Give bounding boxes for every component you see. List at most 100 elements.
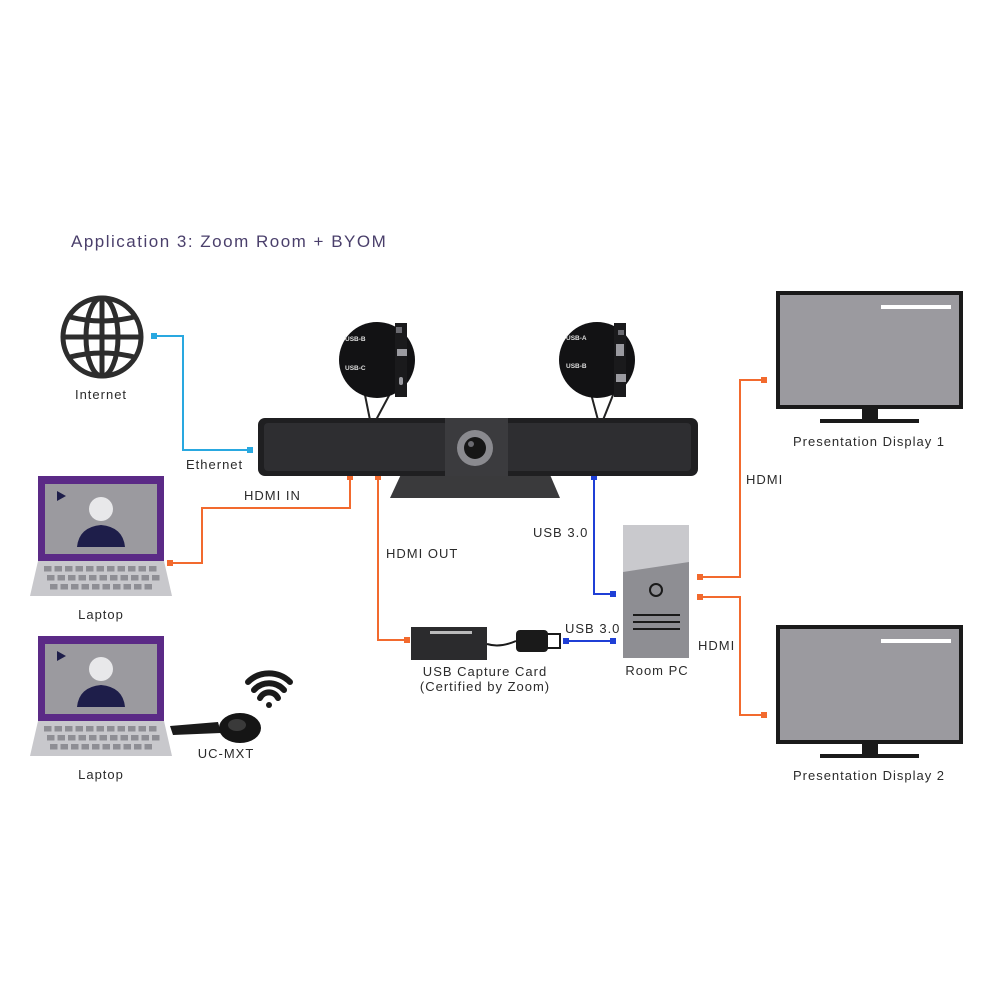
keyboard-key bbox=[128, 726, 136, 732]
usb-capture-label: USB 3.0 bbox=[565, 621, 621, 636]
keyboard-key bbox=[123, 744, 131, 750]
keyboard-key bbox=[68, 575, 76, 581]
capture-card-label: USB Capture Card bbox=[422, 664, 548, 679]
laptop-label: Laptop bbox=[78, 607, 124, 622]
keyboard-key bbox=[60, 584, 68, 590]
hdmi-display1-label: HDMI bbox=[746, 472, 784, 487]
port-label-usb-c: USB-C bbox=[345, 365, 366, 372]
keyboard-key bbox=[107, 726, 115, 732]
monitor-icon bbox=[776, 291, 963, 423]
hdmi-display1-cable bbox=[697, 377, 767, 580]
keyboard-key bbox=[141, 735, 149, 741]
display1-label: Presentation Display 1 bbox=[792, 434, 946, 449]
hdmi-out-label: HDMI OUT bbox=[386, 546, 459, 561]
keyboard-key bbox=[71, 744, 79, 750]
keyboard-key bbox=[99, 735, 107, 741]
keyboard-key bbox=[96, 726, 104, 732]
keyboard-key bbox=[78, 735, 86, 741]
keyboard-key bbox=[78, 575, 86, 581]
hdmi-in-cable bbox=[167, 474, 353, 566]
keyboard-key bbox=[149, 726, 157, 732]
tower-pc-icon bbox=[623, 525, 689, 658]
video-bar-icon bbox=[258, 418, 698, 498]
keyboard-key bbox=[71, 584, 79, 590]
laptop-label: Laptop bbox=[78, 767, 124, 782]
room-pc-label: Room PC bbox=[625, 663, 689, 678]
keyboard-key bbox=[120, 575, 128, 581]
usb-capture-cable bbox=[563, 638, 616, 644]
globe-icon bbox=[60, 295, 144, 379]
keyboard-key bbox=[128, 566, 136, 572]
usb-bar-cable bbox=[591, 474, 616, 597]
keyboard-key bbox=[60, 744, 68, 750]
wifi-icon bbox=[245, 670, 293, 708]
keyboard-key bbox=[152, 735, 160, 741]
keyboard-key bbox=[54, 566, 62, 572]
usb-plug-icon bbox=[516, 630, 561, 652]
keyboard-key bbox=[134, 744, 142, 750]
keyboard-key bbox=[123, 584, 131, 590]
hdmi-display2-label: HDMI bbox=[698, 638, 736, 653]
keyboard-key bbox=[102, 744, 110, 750]
keyboard-key bbox=[110, 735, 118, 741]
diagram-title: Application 3: Zoom Room + BYOM bbox=[71, 232, 388, 251]
keyboard-key bbox=[144, 744, 152, 750]
dongle-label: UC-MXT bbox=[197, 746, 255, 761]
hdmi-display2-cable bbox=[697, 594, 767, 718]
keyboard-key bbox=[81, 584, 89, 590]
keyboard-key bbox=[86, 566, 94, 572]
keyboard-key bbox=[138, 566, 146, 572]
keyboard-key bbox=[57, 575, 65, 581]
keyboard-key bbox=[138, 726, 146, 732]
keyboard-key bbox=[107, 566, 115, 572]
port-callout-left bbox=[339, 322, 415, 421]
usb-bar-label: USB 3.0 bbox=[533, 525, 589, 540]
display2-label: Presentation Display 2 bbox=[792, 768, 946, 783]
ethernet-label: Ethernet bbox=[186, 457, 244, 472]
keyboard-key bbox=[99, 575, 107, 581]
ethernet-cable bbox=[151, 333, 253, 453]
keyboard-key bbox=[68, 735, 76, 741]
keyboard-key bbox=[89, 575, 97, 581]
keyboard-key bbox=[47, 735, 55, 741]
keyboard-key bbox=[134, 584, 142, 590]
monitor-icon bbox=[776, 625, 963, 758]
port-callout-right bbox=[559, 322, 635, 421]
keyboard-key bbox=[86, 726, 94, 732]
keyboard-key bbox=[144, 584, 152, 590]
laptop-keyboard bbox=[44, 726, 160, 750]
keyboard-key bbox=[131, 735, 139, 741]
capture-card-sublabel: (Certified by Zoom) bbox=[419, 679, 551, 694]
port-label-usb-b-left: USB-B bbox=[345, 336, 366, 343]
keyboard-key bbox=[89, 735, 97, 741]
laptop-keyboard bbox=[44, 566, 160, 590]
keyboard-key bbox=[152, 575, 160, 581]
keyboard-key bbox=[81, 744, 89, 750]
keyboard-key bbox=[117, 566, 125, 572]
keyboard-key bbox=[96, 566, 104, 572]
keyboard-key bbox=[113, 584, 121, 590]
keyboard-key bbox=[75, 566, 83, 572]
keyboard-key bbox=[92, 584, 100, 590]
wireless-dongle-icon bbox=[170, 713, 261, 743]
hdmi-out-cable bbox=[375, 474, 410, 643]
port-label-usb-b-right: USB-B bbox=[566, 363, 587, 370]
keyboard-key bbox=[44, 726, 52, 732]
keyboard-key bbox=[50, 744, 58, 750]
keyboard-key bbox=[113, 744, 121, 750]
keyboard-key bbox=[50, 584, 58, 590]
keyboard-key bbox=[65, 566, 73, 572]
keyboard-key bbox=[149, 566, 157, 572]
keyboard-key bbox=[65, 726, 73, 732]
capture-card-icon bbox=[411, 627, 517, 660]
keyboard-key bbox=[44, 566, 52, 572]
keyboard-key bbox=[47, 575, 55, 581]
keyboard-key bbox=[57, 735, 65, 741]
keyboard-key bbox=[75, 726, 83, 732]
keyboard-key bbox=[117, 726, 125, 732]
keyboard-key bbox=[110, 575, 118, 581]
internet-label: Internet bbox=[74, 387, 128, 402]
keyboard-key bbox=[92, 744, 100, 750]
